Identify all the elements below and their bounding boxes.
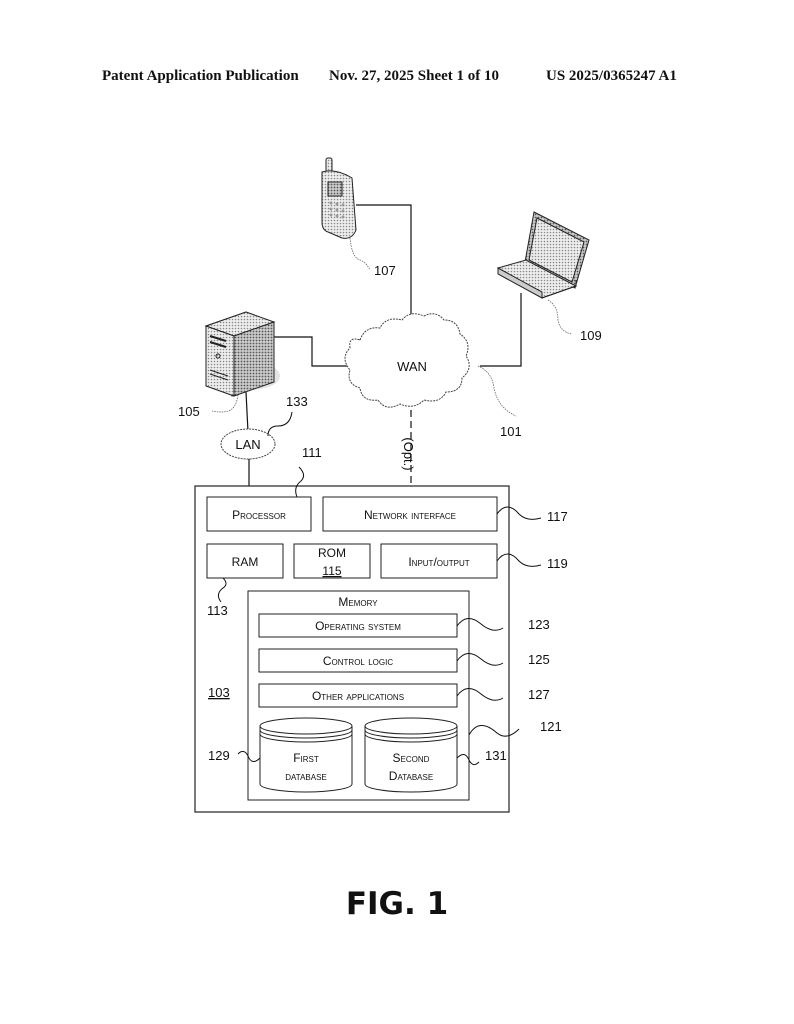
ref-117: 117 (547, 509, 568, 524)
laptop-icon (496, 211, 590, 299)
processor-label: Processor (232, 508, 286, 522)
memory-label: Memory (338, 595, 378, 609)
ref-121: 121 (540, 719, 562, 734)
leader-105 (211, 394, 239, 413)
header-publication-type: Patent Application Publication (102, 68, 299, 84)
wan-label: WAN (397, 359, 427, 374)
input-output-box: Input/output (380, 543, 498, 579)
ref-107: 107 (374, 263, 396, 278)
ram-box: RAM (206, 543, 284, 579)
leader-113 (217, 577, 227, 603)
leader-123 (456, 618, 504, 631)
server-wan-link (273, 336, 350, 367)
ref-131: 131 (485, 748, 507, 763)
lan-label: LAN (235, 437, 260, 452)
server-lan-link (245, 391, 249, 433)
leader-101 (477, 365, 517, 417)
header-date-sheet: Nov. 27, 2025 Sheet 1 of 10 (329, 68, 499, 84)
leader-127 (456, 688, 504, 701)
computer-box (194, 485, 510, 813)
first-database-line1: First (293, 751, 319, 765)
leader-133 (267, 411, 293, 437)
lan-cloud: LAN (220, 428, 276, 460)
leader-119 (496, 553, 542, 567)
header-patent-number: US 2025/0365247 A1 (546, 68, 677, 84)
ref-109: 109 (580, 328, 602, 343)
rom-label: ROM (318, 546, 346, 560)
rom-box: ROM 115 (293, 543, 371, 579)
phone-wan-link (356, 204, 412, 323)
mobile-phone-icon (321, 157, 357, 239)
leader-111 (295, 466, 305, 498)
optional-link-label: (Opt.) (401, 437, 416, 470)
leader-125 (456, 653, 504, 666)
leader-107 (349, 237, 371, 271)
memory-item-control-logic: Control logic (258, 648, 458, 673)
ref-125: 125 (528, 652, 550, 667)
ref-105: 105 (178, 404, 200, 419)
other-applications-label: Other applications (312, 689, 404, 703)
network-links (245, 204, 522, 486)
server-tower-icon (204, 311, 280, 397)
ref-115: 115 (322, 564, 341, 578)
ref-103: 103 (208, 685, 230, 700)
second-database: Second Database (364, 717, 458, 793)
memory-item-operating-system: Operating system (258, 613, 458, 638)
first-database-line2: database (285, 769, 327, 783)
ref-101: 101 (500, 424, 522, 439)
laptop-wan-link (480, 293, 522, 367)
figure-caption: FIG. 1 (345, 886, 449, 922)
control-logic-label: Control logic (323, 654, 393, 668)
ref-127: 127 (528, 687, 550, 702)
ram-label: RAM (232, 555, 259, 569)
network-interface-box: Network interface (322, 496, 498, 532)
leader-131 (456, 754, 480, 766)
ref-113: 113 (207, 603, 228, 618)
ref-119: 119 (547, 556, 568, 571)
input-output-label: Input/output (408, 555, 469, 569)
memory-item-other-applications: Other applications (258, 683, 458, 708)
wan-cloud: WAN (344, 313, 470, 408)
ref-133: 133 (286, 394, 308, 409)
operating-system-label: Operating system (315, 619, 401, 633)
leader-129 (237, 750, 261, 762)
leader-117 (496, 506, 542, 520)
first-database: First database (259, 717, 353, 793)
ref-123: 123 (528, 617, 550, 632)
ref-111: 111 (302, 445, 322, 460)
network-interface-label: Network interface (364, 508, 456, 522)
leader-121 (468, 725, 520, 737)
processor-box: Processor (206, 496, 312, 532)
second-database-line1: Second (393, 751, 430, 765)
ref-129: 129 (208, 748, 230, 763)
second-database-line2: Database (389, 769, 433, 783)
leader-109 (547, 299, 573, 335)
